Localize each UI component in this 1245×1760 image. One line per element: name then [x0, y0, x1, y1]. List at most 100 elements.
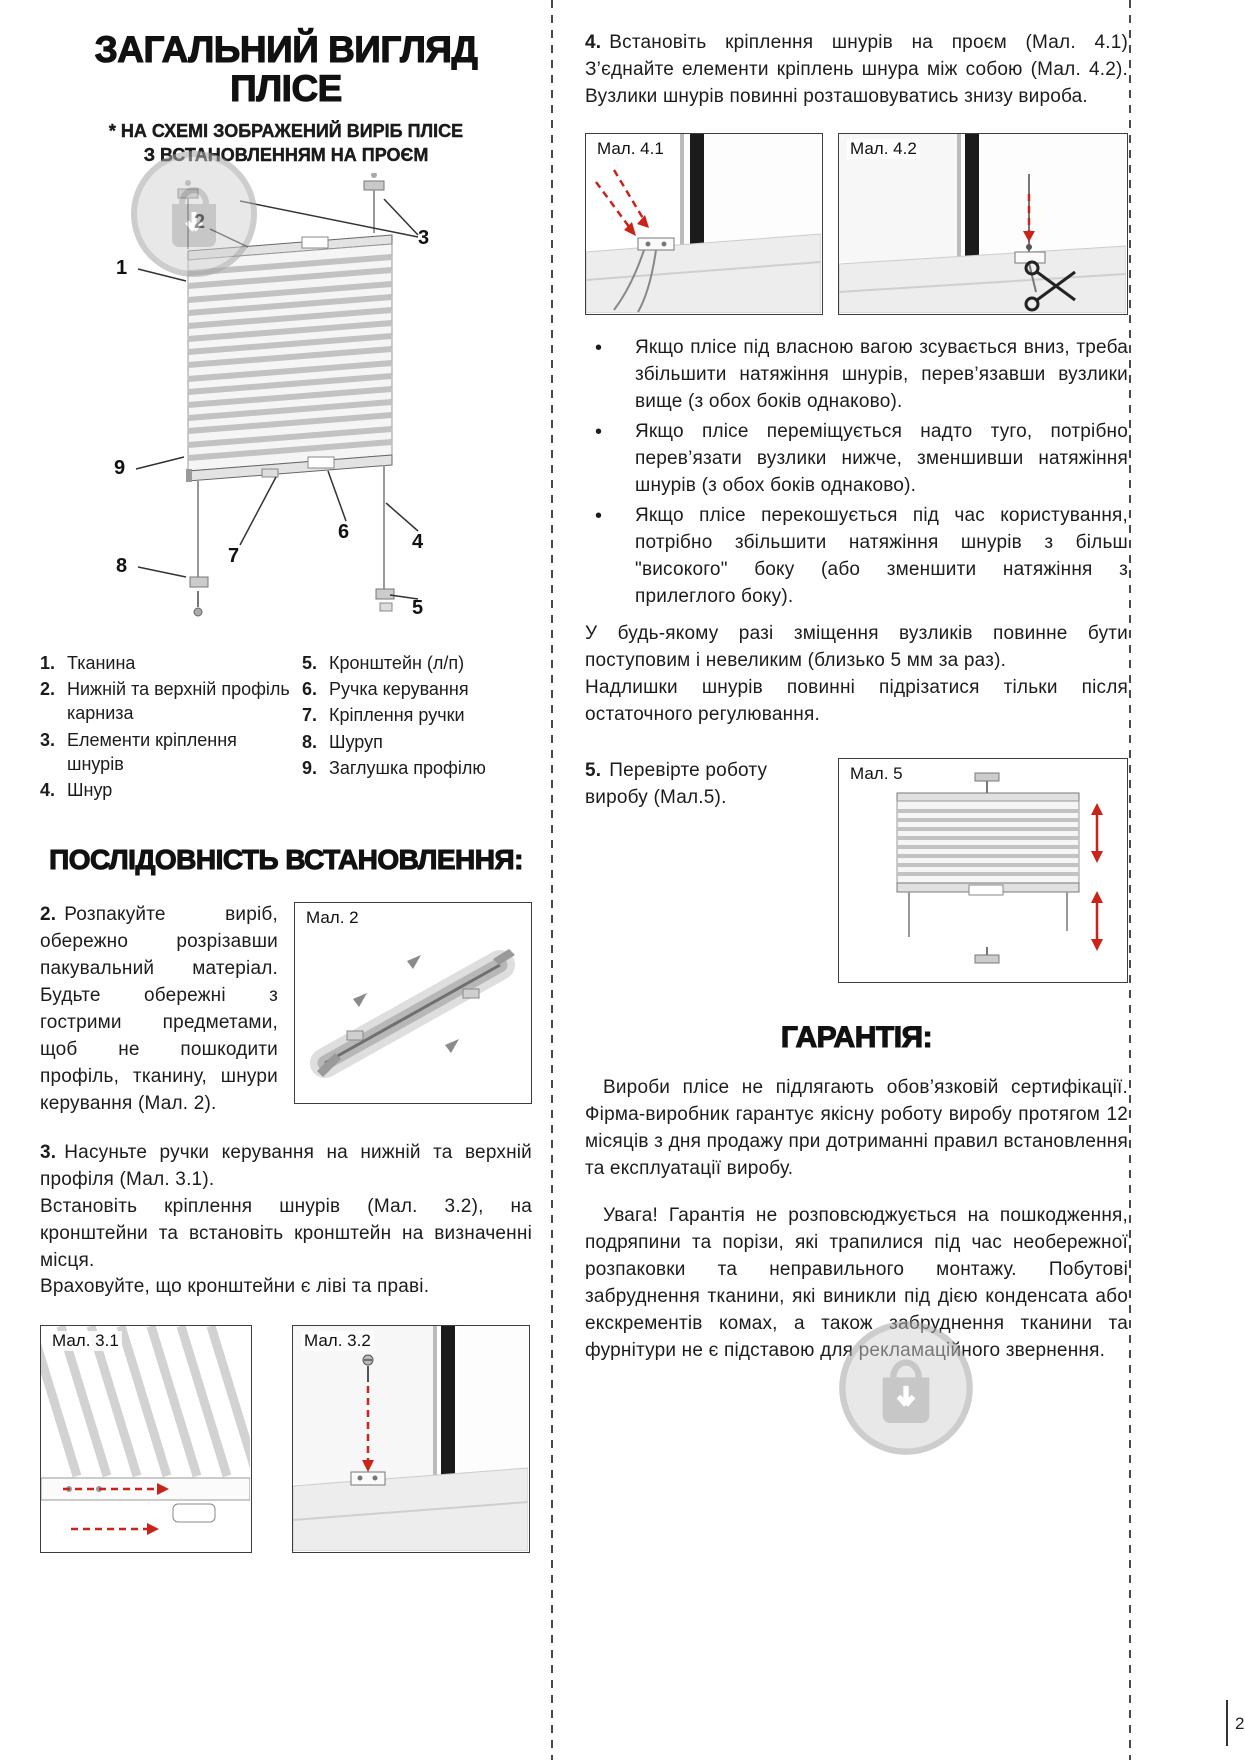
- adjustment-note-p2: Надлишки шнурів повинні підрізатися тіль…: [585, 676, 1128, 725]
- legend-item-8: 8. Шуруп: [302, 730, 526, 754]
- diagram-legend: 1. Тканина 2. Нижній та верхній профіль …: [40, 651, 532, 804]
- blind-diagram-illustration: [135, 173, 419, 617]
- figure-4-2: Мал. 4.2: [838, 132, 1128, 315]
- legend-item-number: 2.: [40, 679, 56, 700]
- list-item-text: Якщо плісе перекошується під час користу…: [635, 504, 1128, 607]
- figure-5-label: Мал. 5: [847, 764, 906, 785]
- step-4-body: Встановіть кріплення шнурів на проєм (Ма…: [585, 32, 1128, 107]
- figure-5-illustration: [896, 772, 1103, 964]
- step-3-body1: Насуньте ручки керування на нижній та ве…: [40, 1141, 532, 1190]
- step-5-body: Перевірте роботу виробу (Мал.5).: [585, 760, 768, 809]
- legend-item-3: 3. Елементи кріплення шнурів: [40, 728, 296, 776]
- callout-3: 3: [418, 227, 430, 250]
- list-item-text: Якщо плісе переміщується надто туго, пот…: [635, 420, 1128, 496]
- figure-2-label: Мал. 2: [303, 907, 362, 928]
- legend-item-label: Шнур: [67, 779, 113, 800]
- warranty-paragraph-2: Увага! Гарантія не розповсюджується на п…: [585, 1205, 1128, 1362]
- legend-item-number: 8.: [302, 731, 318, 752]
- step-3-block: 3.Насуньте ручки керування на нижній та …: [40, 1140, 532, 1302]
- figures-4-row: Мал. 4.1 Мал. 4.2: [585, 132, 1128, 315]
- step-4-number: 4.: [585, 32, 602, 53]
- list-item: • Якщо плісе під власною вагою зсуваєтьс…: [585, 335, 1128, 416]
- figure-3-1-label: Мал. 3.1: [49, 1331, 122, 1352]
- legend-item-label: Ручка керування: [329, 679, 469, 700]
- right-column: 4.Встановіть кріплення шнурів на проєм (…: [585, 30, 1128, 1365]
- figure-2: Мал. 2: [294, 901, 532, 1104]
- scissors-icon: [1024, 260, 1076, 312]
- tension-advice-list: • Якщо плісе під власною вагою зсуваєтьс…: [585, 335, 1128, 611]
- figure-4-1-label: Мал. 4.1: [594, 138, 667, 159]
- sequence-header: ПОСЛІДОВНІСТЬ ВСТАНОВЛЕННЯ:: [49, 843, 524, 875]
- page-subtitle-line2: З ВСТАНОВЛЕННЯМ НА ПРОЄМ: [143, 144, 429, 165]
- bullet-icon: •: [595, 336, 603, 359]
- bullet-icon: •: [595, 420, 603, 443]
- page-title: ЗАГАЛЬНИЙ ВИГЛЯД ПЛІСЕ: [40, 29, 532, 110]
- adjustment-note-p1: У будь-якому разі зміщення вузликів пови…: [585, 622, 1128, 671]
- legend-item-4: 4. Шнур: [40, 778, 296, 802]
- step-5-number: 5.: [585, 760, 602, 782]
- callout-5: 5: [412, 597, 424, 620]
- step-2-number: 2.: [40, 903, 57, 925]
- callout-8: 8: [116, 555, 128, 578]
- legend-item-number: 3.: [40, 729, 56, 750]
- callout-4: 4: [412, 531, 424, 554]
- legend-item-7: 7. Кріплення ручки: [302, 703, 526, 727]
- legend-item-9: 9. Заглушка профілю: [302, 756, 526, 780]
- adjustment-note: У будь-якому разі зміщення вузликів пови…: [585, 621, 1128, 729]
- callout-2: 2: [194, 211, 206, 234]
- legend-item-6: 6. Ручка керування: [302, 677, 526, 701]
- figure-4-1: Мал. 4.1: [585, 132, 823, 315]
- page-number: 2: [1235, 1714, 1245, 1733]
- legend-item-label: Кріплення ручки: [329, 705, 465, 726]
- step-3-number: 3.: [40, 1141, 57, 1163]
- callout-7: 7: [228, 545, 240, 568]
- step-5-text: 5.Перевірте роботу виробу (Мал.5).: [585, 758, 820, 983]
- figures-3-row: Мал. 3.1 Мал. 3.2: [40, 1325, 532, 1554]
- bullet-icon: •: [595, 504, 603, 527]
- figure-3-1: Мал. 3.1: [40, 1325, 252, 1554]
- step-3-line1: 3.Насуньте ручки керування на нижній та …: [40, 1140, 532, 1194]
- callout-9: 9: [114, 457, 126, 480]
- step-3-line2: Встановіть кріплення шнурів (Мал. 3.2), …: [40, 1195, 532, 1271]
- page-subtitle-line1: * НА СХЕМІ ЗОБРАЖЕНИЙ ВИРІБ ПЛІСЕ: [108, 121, 464, 142]
- legend-item-label: Кронштейн (л/п): [329, 653, 465, 674]
- legend-item-label: Нижній та верхній профіль карниза: [67, 679, 290, 724]
- legend-item-number: 1.: [40, 653, 56, 674]
- step-4-text: 4.Встановіть кріплення шнурів на проєм (…: [585, 30, 1128, 111]
- step-3-line3: Враховуйте, що кронштейни є ліві та прав…: [40, 1276, 430, 1298]
- page-number-rule: [1226, 1700, 1228, 1746]
- legend-item-number: 9.: [302, 757, 318, 778]
- step-2-text: 2.Розпакуйте виріб, обережно розрізавши …: [40, 902, 278, 1118]
- legend-item-label: Тканина: [67, 653, 136, 674]
- figure-3-2-illustration: [293, 1326, 528, 1552]
- figure-4-2-illustration: [839, 133, 1126, 313]
- page-subtitle: * НА СХЕМІ ЗОБРАЖЕНИЙ ВИРІБ ПЛІСЕ З ВСТА…: [40, 120, 532, 167]
- figure-2-illustration: [310, 948, 515, 1078]
- list-item: • Якщо плісе перекошується під час корис…: [585, 503, 1128, 611]
- legend-item-label: Елементи кріплення шнурів: [67, 729, 237, 774]
- figure-3-2-label: Мал. 3.2: [301, 1331, 374, 1352]
- legend-item-1: 1. Тканина: [40, 651, 296, 675]
- center-fold-line: [551, 0, 553, 1760]
- legend-item-5: 5. Кронштейн (л/п): [302, 651, 526, 675]
- legend-item-label: Заглушка профілю: [329, 757, 486, 778]
- legend-left-column: 1. Тканина 2. Нижній та верхній профіль …: [40, 651, 302, 804]
- list-item: • Якщо плісе переміщується надто туго, п…: [585, 419, 1128, 500]
- legend-item-number: 7.: [302, 705, 318, 726]
- figure-3-2: Мал. 3.2: [292, 1325, 530, 1554]
- step-5-block: 5.Перевірте роботу виробу (Мал.5). Мал. …: [585, 758, 1128, 984]
- legend-item-number: 5.: [302, 653, 318, 674]
- figure-4-2-label: Мал. 4.2: [847, 138, 920, 159]
- blind-overview-diagram: 1 2 3 4 5 6 7 8 9: [40, 173, 532, 643]
- legend-item-label: Шуруп: [329, 731, 383, 752]
- step-2-body: Розпакуйте виріб, обережно розрізавши па…: [40, 903, 278, 1114]
- figure-5: Мал. 5: [838, 758, 1128, 984]
- left-column: ЗАГАЛЬНИЙ ВИГЛЯД ПЛІСЕ * НА СХЕМІ ЗОБРАЖ…: [40, 29, 532, 1554]
- move-arrow-icon: [1091, 803, 1103, 952]
- right-fold-line: [1129, 0, 1131, 1760]
- page-title-line2: ПЛІСЕ: [230, 68, 343, 110]
- figure-3-1-illustration: [41, 1326, 250, 1536]
- page-title-line1: ЗАГАЛЬНИЙ ВИГЛЯД: [94, 29, 478, 70]
- legend-item-number: 6.: [302, 679, 318, 700]
- list-item-text: Якщо плісе під власною вагою зсувається …: [635, 336, 1128, 412]
